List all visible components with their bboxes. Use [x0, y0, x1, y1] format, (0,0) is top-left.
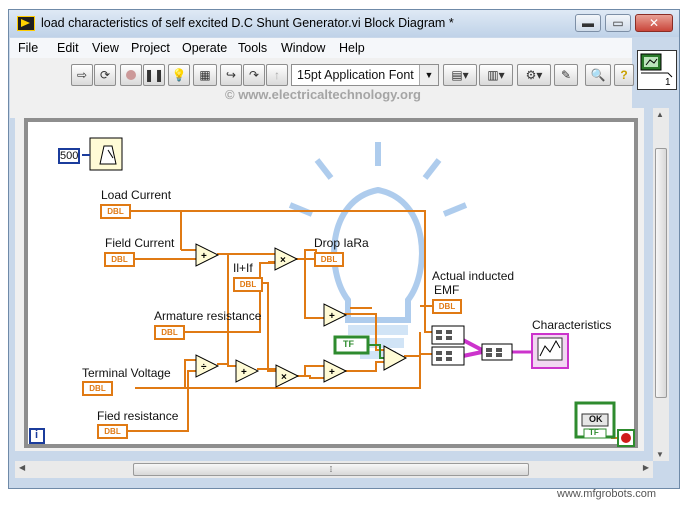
cluster-wires: [462, 338, 532, 358]
reorder-icon[interactable]: ⚙▾: [517, 64, 551, 86]
boolean-constant: [333, 335, 370, 355]
scroll-down-icon[interactable]: ▼: [656, 450, 664, 459]
menu-help[interactable]: Help: [339, 41, 365, 55]
svg-text:+: +: [329, 367, 335, 378]
run-arrow-icon[interactable]: ⇨: [71, 64, 93, 86]
wait-ms-constant[interactable]: 500: [58, 148, 80, 164]
step-out-icon[interactable]: ↑: [266, 64, 288, 86]
boolean-constant-label: TF: [343, 339, 354, 349]
fied-resistance-label: Fied resistance: [97, 409, 179, 423]
wires: [128, 210, 620, 439]
characteristics-label: Characteristics: [532, 318, 612, 332]
menu-file[interactable]: File: [18, 41, 39, 55]
font-select-value: 15pt Application Font: [297, 68, 414, 82]
svg-text:+: +: [241, 367, 247, 378]
load-current-terminal[interactable]: DBL: [100, 204, 131, 219]
search-icon[interactable]: 🔍: [585, 64, 611, 86]
build-array-nodes: [431, 325, 513, 366]
il-if-label: Il+If: [233, 261, 253, 275]
retain-wire-icon[interactable]: ▦: [193, 64, 217, 86]
select-node: [383, 345, 408, 371]
step-over-icon[interactable]: ↷: [243, 64, 265, 86]
abort-icon[interactable]: [120, 64, 142, 86]
svg-text:÷: ÷: [201, 362, 207, 373]
ok-tf-label: TF: [589, 428, 599, 437]
distribute-icon[interactable]: ▥▾: [479, 64, 513, 86]
fied-resistance-terminal[interactable]: DBL: [97, 424, 128, 439]
watermark-text: © www.electricaltechnology.org: [225, 87, 421, 102]
actual-emf-label-2: EMF: [434, 283, 460, 297]
field-current-label: Field Current: [105, 236, 175, 250]
vertical-scrollbar[interactable]: ▲ ▼: [653, 108, 669, 461]
add-node-1: [195, 243, 220, 267]
run-continuously-icon[interactable]: ⟳: [94, 64, 116, 86]
info-icon[interactable]: i: [35, 429, 39, 441]
vertical-scroll-thumb[interactable]: [655, 148, 667, 398]
step-into-icon[interactable]: ↪: [220, 64, 242, 86]
font-select[interactable]: 15pt Application Font ▼: [291, 64, 439, 86]
menu-project[interactable]: Project: [131, 41, 170, 55]
menu-bar: File Edit View Project Operate Tools Win…: [10, 38, 632, 58]
drop-iara-indicator[interactable]: DBL: [314, 252, 344, 267]
actual-emf-label-1: Actual inducted: [432, 269, 515, 283]
vi-connector-icon[interactable]: 1: [637, 50, 677, 90]
il-if-indicator[interactable]: DBL: [233, 277, 263, 292]
load-current-label: Load Current: [101, 188, 172, 202]
terminal-voltage-terminal[interactable]: DBL: [82, 381, 113, 396]
close-button[interactable]: ✕: [635, 14, 673, 32]
svg-text:+: +: [201, 251, 207, 262]
armature-resistance-label: Armature resistance: [154, 309, 262, 323]
chevron-down-icon: ▼: [419, 65, 438, 85]
terminal-voltage-label: Terminal Voltage: [82, 366, 171, 380]
footer-watermark: www.mfgrobots.com: [557, 488, 657, 500]
ok-button-label: OK: [589, 414, 603, 424]
highlight-bulb-icon[interactable]: 💡: [168, 64, 190, 86]
cleanup-icon[interactable]: ✎: [554, 64, 578, 86]
xy-graph-icon: [531, 333, 569, 369]
maximize-button[interactable]: ▭: [605, 14, 631, 32]
add-node-4: [323, 359, 348, 383]
armature-resistance-terminal[interactable]: DBL: [154, 325, 185, 340]
labview-app-icon: [17, 16, 35, 31]
vi-icon-label: 1: [665, 77, 671, 88]
add-node-3: [323, 303, 348, 327]
window-title: load characteristics of self excited D.C…: [41, 16, 454, 30]
scroll-up-icon[interactable]: ▲: [656, 110, 664, 119]
svg-text:+: +: [329, 311, 335, 322]
menu-window[interactable]: Window: [281, 41, 326, 55]
add-node-2: [235, 359, 260, 383]
multiply-node-1: [274, 247, 299, 271]
scroll-left-icon[interactable]: ◀: [19, 463, 26, 472]
drop-iara-label: Drop IaRa: [314, 236, 369, 250]
svg-text:×: ×: [281, 372, 287, 383]
menu-edit[interactable]: Edit: [57, 41, 79, 55]
minimize-button[interactable]: ▬: [575, 14, 601, 32]
wait-timer-icon: [89, 137, 123, 171]
horizontal-scroll-thumb[interactable]: ⁞: [133, 463, 529, 476]
horizontal-scrollbar[interactable]: ◀ ⁞ ▶: [15, 461, 653, 478]
block-diagram-canvas: [24, 118, 638, 448]
svg-text:×: ×: [280, 255, 286, 266]
help-icon[interactable]: ?: [614, 64, 634, 86]
menu-view[interactable]: View: [92, 41, 119, 55]
menu-operate[interactable]: Operate: [182, 41, 228, 55]
field-current-terminal[interactable]: DBL: [104, 252, 135, 267]
pause-icon[interactable]: ❚❚: [143, 64, 165, 86]
menu-tools[interactable]: Tools: [238, 41, 268, 55]
actual-emf-indicator[interactable]: DBL: [432, 299, 462, 314]
multiply-node-2: [275, 364, 300, 388]
title-bar: load characteristics of self excited D.C…: [9, 10, 679, 37]
scroll-right-icon[interactable]: ▶: [642, 463, 649, 472]
divide-node: [195, 354, 220, 378]
align-icon[interactable]: ▤▾: [443, 64, 477, 86]
